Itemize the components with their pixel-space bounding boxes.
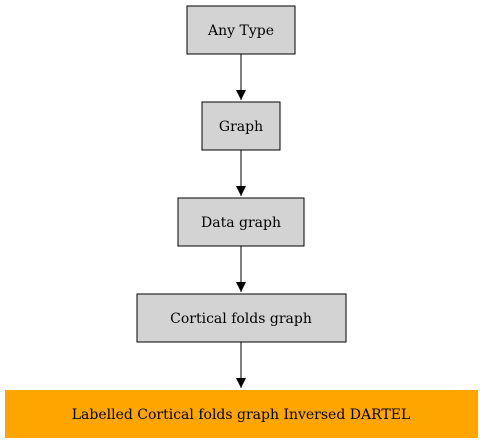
- node-labelled-label: Labelled Cortical folds graph Inversed D…: [72, 407, 411, 423]
- node-cortical-folds-graph[interactable]: Cortical folds graph: [136, 293, 347, 343]
- node-cortical-folds-graph-label: Cortical folds graph: [170, 311, 312, 327]
- node-any-type-label: Any Type: [207, 23, 274, 39]
- node-graph[interactable]: Graph: [201, 101, 281, 151]
- node-data-graph-box: [177, 197, 305, 247]
- node-graph-box: [201, 101, 281, 151]
- node-cortical-folds-graph-box: [136, 293, 347, 343]
- node-labelled-box: [5, 390, 478, 438]
- node-labelled-cortical-folds-graph-inversed-dartel[interactable]: Labelled Cortical folds graph Inversed D…: [5, 390, 478, 438]
- node-data-graph[interactable]: Data graph: [177, 197, 305, 247]
- node-data-graph-label: Data graph: [201, 215, 281, 231]
- node-any-type[interactable]: Any Type: [186, 5, 296, 55]
- node-any-type-box: [186, 5, 296, 55]
- node-graph-label: Graph: [219, 119, 263, 135]
